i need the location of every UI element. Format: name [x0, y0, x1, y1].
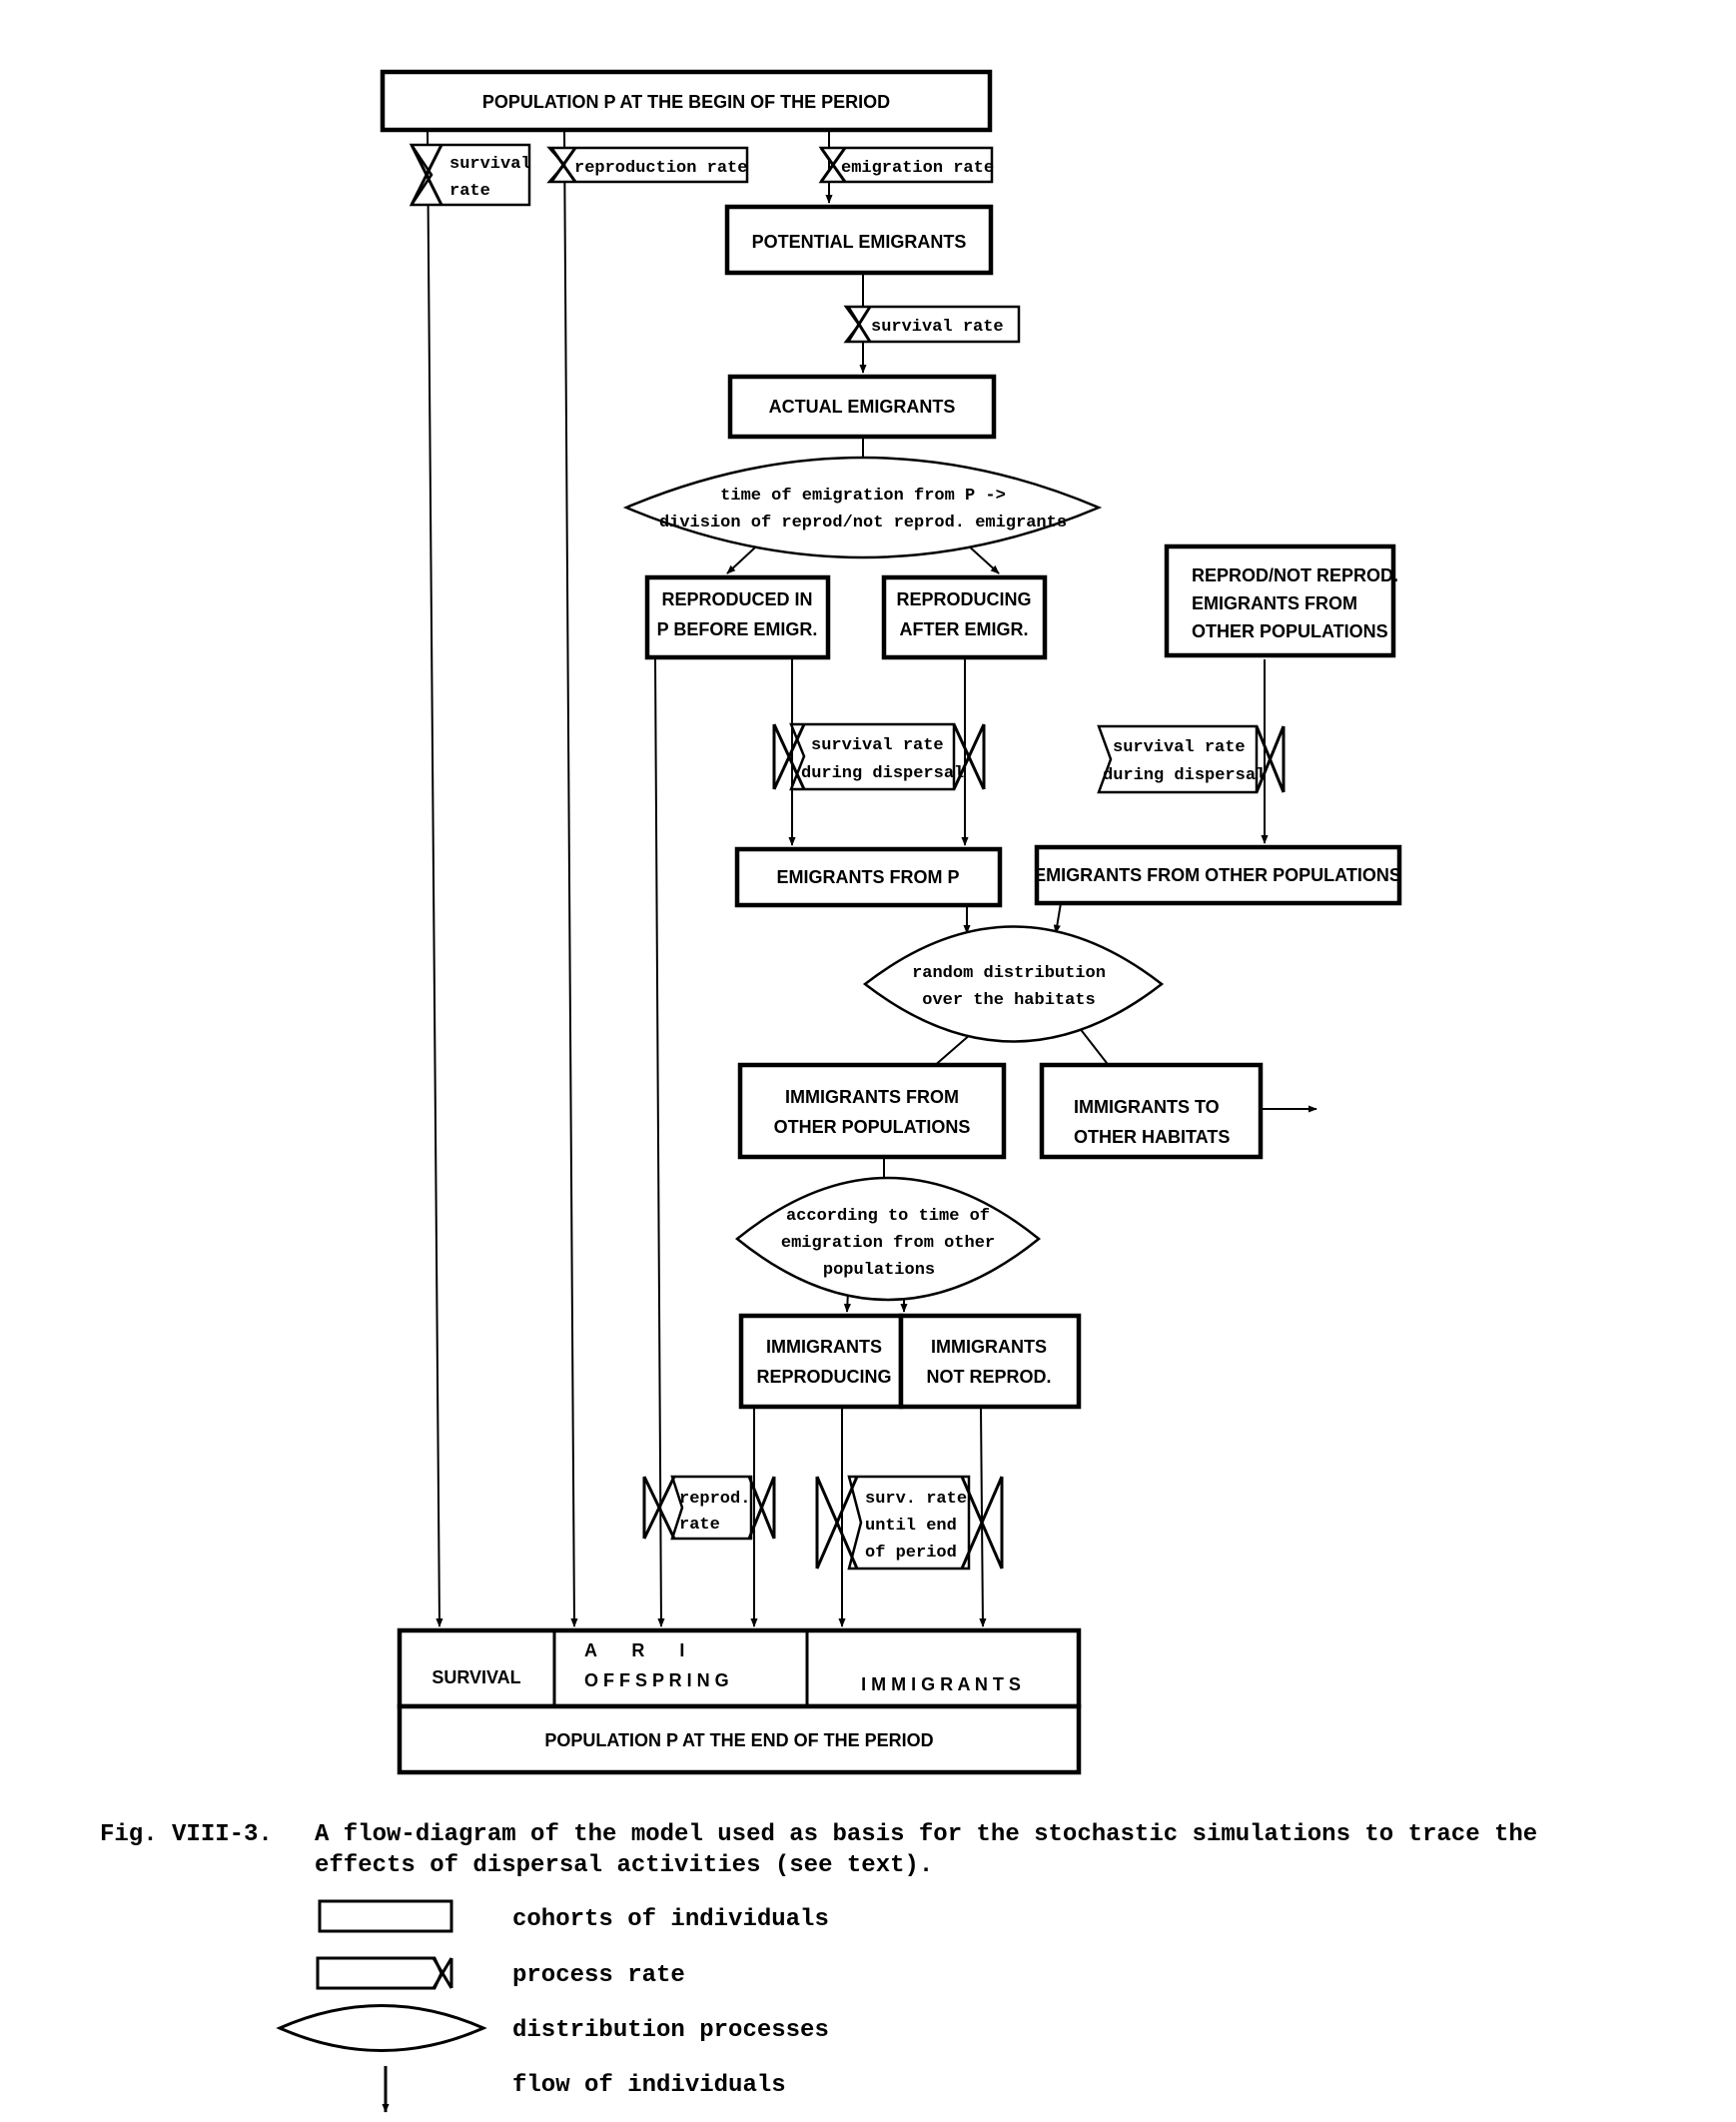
box-immigrants-from-other-populations: IMMIGRANTS FROM OTHER POPULATIONS [737, 1062, 1007, 1160]
svg-text:survival rate: survival rate [1113, 738, 1246, 757]
rate-survival-until-end: surv. rate until end of period [815, 1475, 1004, 1571]
lens-random-distribution: random distribution over the habitats [862, 925, 1165, 1043]
svg-text:until end: until end [865, 1517, 957, 1536]
svg-text:effects of dispersal activitie: effects of dispersal activities (see tex… [315, 1852, 933, 1879]
label-immigrants: I M M I G R A N T S [861, 1674, 1021, 1694]
svg-text:OTHER POPULATIONS: OTHER POPULATIONS [1192, 621, 1388, 641]
svg-text:random distribution: random distribution [912, 964, 1106, 983]
svg-text:POTENTIAL EMIGRANTS: POTENTIAL EMIGRANTS [752, 232, 967, 252]
legend-item-flow: flow of individuals [382, 2066, 786, 2113]
svg-text:rate: rate [679, 1516, 720, 1535]
svg-text:REPROD/NOT REPROD.: REPROD/NOT REPROD. [1192, 565, 1398, 585]
svg-text:during dispersal: during dispersal [1103, 766, 1266, 785]
svg-text:REPRODUCED IN: REPRODUCED IN [661, 589, 812, 609]
svg-text:distribution processes: distribution processes [512, 2017, 829, 2044]
svg-text:P BEFORE EMIGR.: P BEFORE EMIGR. [657, 619, 818, 639]
label-population-end: POPULATION P AT THE END OF THE PERIOD [544, 1730, 933, 1750]
rate-survival-during-dispersal-2: survival rate during dispersal [1097, 724, 1286, 794]
box-emigrants-from-other-populations: EMIGRANTS FROM OTHER POPULATIONS [1034, 844, 1402, 906]
box-population-begin: POPULATION P AT THE BEGIN OF THE PERIOD [380, 69, 993, 133]
svg-text:emigration rate: emigration rate [841, 159, 994, 178]
svg-text:according to time of: according to time of [786, 1207, 990, 1226]
svg-text:flow of individuals: flow of individuals [512, 2072, 786, 2099]
box-potential-emigrants: POTENTIAL EMIGRANTS [724, 204, 994, 276]
legend: cohorts of individuals process rate dist… [276, 1899, 829, 2113]
lens-according-to-time: according to time of emigration from oth… [735, 1176, 1041, 1302]
label-offspring: O F F S P R I N G [584, 1670, 729, 1690]
svg-text:IMMIGRANTS: IMMIGRANTS [766, 1337, 882, 1357]
box-emigrants-from-p: EMIGRANTS FROM P [734, 846, 1003, 908]
svg-text:A flow-diagram of the model us: A flow-diagram of the model used as basi… [315, 1821, 1537, 1848]
svg-text:EMIGRANTS FROM: EMIGRANTS FROM [1192, 593, 1357, 613]
svg-text:process rate: process rate [512, 1962, 685, 1989]
legend-item-cohorts: cohorts of individuals [318, 1899, 829, 1933]
svg-text:EMIGRANTS FROM P: EMIGRANTS FROM P [777, 867, 960, 887]
svg-text:rate: rate [449, 182, 490, 201]
svg-text:survival rate: survival rate [811, 736, 944, 755]
box-emigrants-from-other-populations-source: REPROD/NOT REPROD. EMIGRANTS FROM OTHER … [1164, 543, 1398, 658]
lens-time-of-emigration: time of emigration from P -> division of… [622, 456, 1103, 559]
label-ari: A R I [584, 1640, 684, 1660]
svg-text:POPULATION P AT THE BEGIN OF: POPULATION P AT THE BEGIN OF THE PERIOD [482, 92, 890, 112]
svg-text:of period: of period [865, 1544, 957, 1563]
svg-text:division of reprod/not reprod.: division of reprod/not reprod. emigrants [659, 514, 1067, 532]
svg-text:OTHER HABITATS: OTHER HABITATS [1074, 1127, 1230, 1147]
svg-text:IMMIGRANTS FROM: IMMIGRANTS FROM [785, 1087, 959, 1107]
legend-item-process-rate: process rate [316, 1956, 685, 1990]
svg-text:IMMIGRANTS: IMMIGRANTS [931, 1337, 1047, 1357]
svg-text:ACTUAL EMIGRANTS: ACTUAL EMIGRANTS [769, 397, 956, 417]
svg-text:OTHER POPULATIONS: OTHER POPULATIONS [774, 1117, 971, 1137]
legend-item-distribution: distribution processes [276, 2004, 829, 2052]
box-immigrants-not-reproducing: IMMIGRANTS NOT REPROD. [898, 1313, 1082, 1410]
box-reproduced-before-emigration: REPRODUCED IN P BEFORE EMIGR. [644, 574, 831, 660]
rate-survival-during-dispersal-1: survival rate during dispersal [772, 722, 986, 791]
svg-text:populations: populations [823, 1261, 935, 1280]
svg-text:cohorts of individuals: cohorts of individuals [512, 1906, 829, 1933]
svg-text:REPRODUCING: REPRODUCING [756, 1367, 891, 1387]
svg-text:Fig. VIII-3.: Fig. VIII-3. [100, 1821, 273, 1848]
svg-text:survival rate: survival rate [871, 318, 1004, 337]
rate-survival-2: survival rate [843, 305, 1021, 344]
svg-text:surv. rate: surv. rate [865, 1490, 967, 1509]
svg-text:time of emigration from P ->: time of emigration from P -> [720, 487, 1006, 506]
label-survival: SURVIVAL [432, 1667, 520, 1687]
rate-survival-1: survival rate [409, 143, 531, 207]
svg-text:EMIGRANTS FROM OTHER POPULATIO: EMIGRANTS FROM OTHER POPULATIONS [1034, 865, 1401, 885]
svg-text:AFTER EMIGR.: AFTER EMIGR. [900, 619, 1029, 639]
svg-text:emigration from other: emigration from other [781, 1234, 995, 1253]
rate-reprod: reprod. rate [642, 1475, 776, 1541]
rate-reproduction: reproduction rate [546, 146, 749, 184]
svg-text:reprod.: reprod. [679, 1490, 750, 1509]
svg-text:during dispersal: during dispersal [801, 764, 964, 783]
box-immigrants-to-other-habitats: IMMIGRANTS TO OTHER HABITATS [1039, 1062, 1264, 1160]
svg-text:survival: survival [449, 155, 531, 174]
box-population-end-group: SURVIVAL A R I O F F S P R I N G I M M I… [397, 1627, 1082, 1775]
svg-text:NOT REPROD.: NOT REPROD. [926, 1367, 1051, 1387]
figure-caption: Fig. VIII-3. A flow-diagram of the model… [100, 1821, 1537, 1879]
svg-text:reproduction rate: reproduction rate [574, 159, 747, 178]
svg-text:over the habitats: over the habitats [922, 991, 1095, 1010]
box-reproducing-after-emigration: REPRODUCING AFTER EMIGR. [881, 574, 1048, 660]
rate-emigration: emigration rate [818, 146, 994, 184]
box-immigrants-reproducing: IMMIGRANTS REPRODUCING [738, 1313, 904, 1410]
svg-text:REPRODUCING: REPRODUCING [896, 589, 1031, 609]
box-actual-emigrants: ACTUAL EMIGRANTS [727, 374, 997, 440]
svg-text:IMMIGRANTS TO: IMMIGRANTS TO [1074, 1097, 1220, 1117]
